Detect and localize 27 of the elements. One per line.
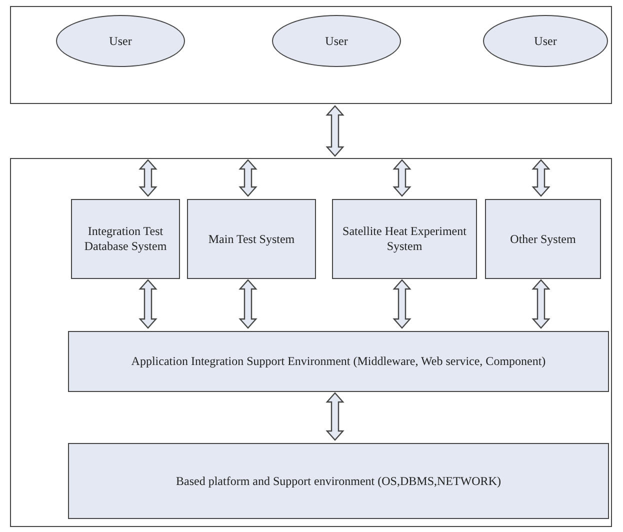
node-label: Based platform and Support environment (OS,DBMS,NETWORK) (175, 474, 502, 488)
double-arrow (326, 392, 344, 441)
node-label: Application Integration Support Environment (Middleware, Web service, Component) (130, 354, 547, 369)
double-arrow (532, 159, 550, 197)
system-box (68, 443, 609, 519)
double-arrow (532, 279, 550, 329)
node-label: User (324, 34, 349, 48)
node-label: Integration Test Database System (83, 224, 168, 254)
double-arrow (238, 279, 258, 329)
system-box (187, 199, 316, 279)
container-box (10, 6, 612, 104)
node-label: Other System (509, 232, 577, 246)
node-label: User (533, 34, 558, 48)
node-label: User (108, 34, 133, 48)
container-box (10, 158, 612, 527)
system-box (485, 199, 601, 279)
node-label: Satellite Heat Experiment System (342, 224, 468, 254)
node-label: Main Test System (207, 232, 296, 246)
double-arrow (238, 159, 258, 197)
system-box (71, 199, 180, 279)
double-arrow (392, 159, 412, 197)
double-arrow (138, 159, 158, 197)
system-box (68, 331, 609, 392)
double-arrow (392, 279, 412, 329)
double-arrow (138, 279, 158, 329)
double-arrow (326, 105, 344, 157)
system-box (332, 199, 477, 279)
